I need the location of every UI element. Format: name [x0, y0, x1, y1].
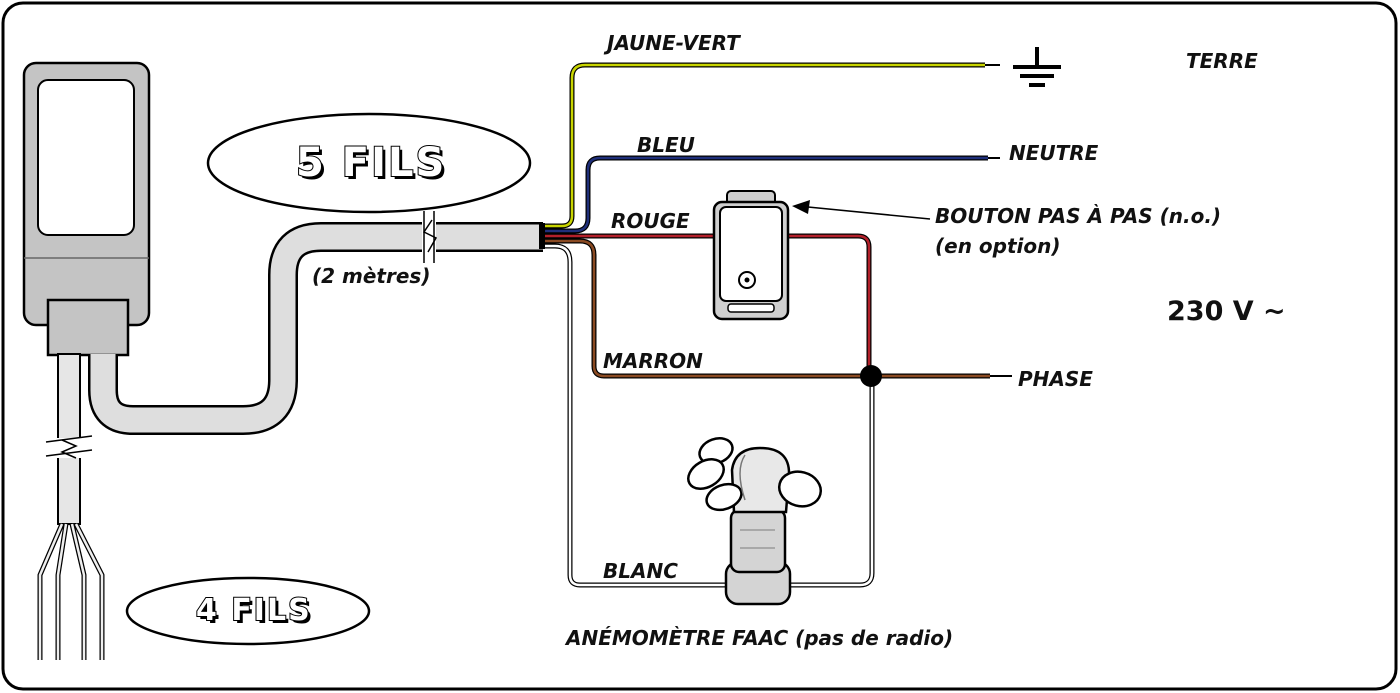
- motor-unit: [22, 61, 151, 357]
- neutral-label: NEUTRE: [1009, 141, 1099, 165]
- five-wires-oval: [206, 112, 532, 214]
- blue-label: BLEU: [637, 133, 695, 157]
- pointer-arrow-icon: [792, 200, 931, 220]
- phase-label: PHASE: [1018, 367, 1093, 391]
- length-label: (2 mètres): [312, 264, 431, 288]
- button-label: BOUTON PAS À PAS (n.o.): [935, 204, 1222, 228]
- yellow-green-label: JAUNE-VERT: [607, 31, 740, 55]
- button-option-label: (en option): [935, 234, 1061, 258]
- anemometer-label: ANÉMOMÈTRE FAAC (pas de radio): [566, 626, 954, 650]
- four-wires-oval: [125, 576, 371, 646]
- four-wires-label: 4 FILS: [195, 593, 312, 628]
- brown-label: MARRON: [603, 349, 703, 373]
- red-label: ROUGE: [611, 209, 690, 233]
- earth-ground-icon: [1013, 47, 1061, 87]
- step-button-icon: [712, 190, 790, 321]
- anemometer-icon: [687, 437, 823, 606]
- voltage-label: 230 V ~: [1167, 296, 1286, 327]
- four-wire-cable: [37, 353, 105, 660]
- white-label: BLANC: [603, 559, 678, 583]
- earth-label: TERRE: [1186, 49, 1258, 73]
- junction-dot: [860, 365, 882, 387]
- wires: [539, 62, 1012, 588]
- five-wire-cable: [88, 211, 543, 435]
- five-wires-label: 5 FILS: [295, 140, 447, 186]
